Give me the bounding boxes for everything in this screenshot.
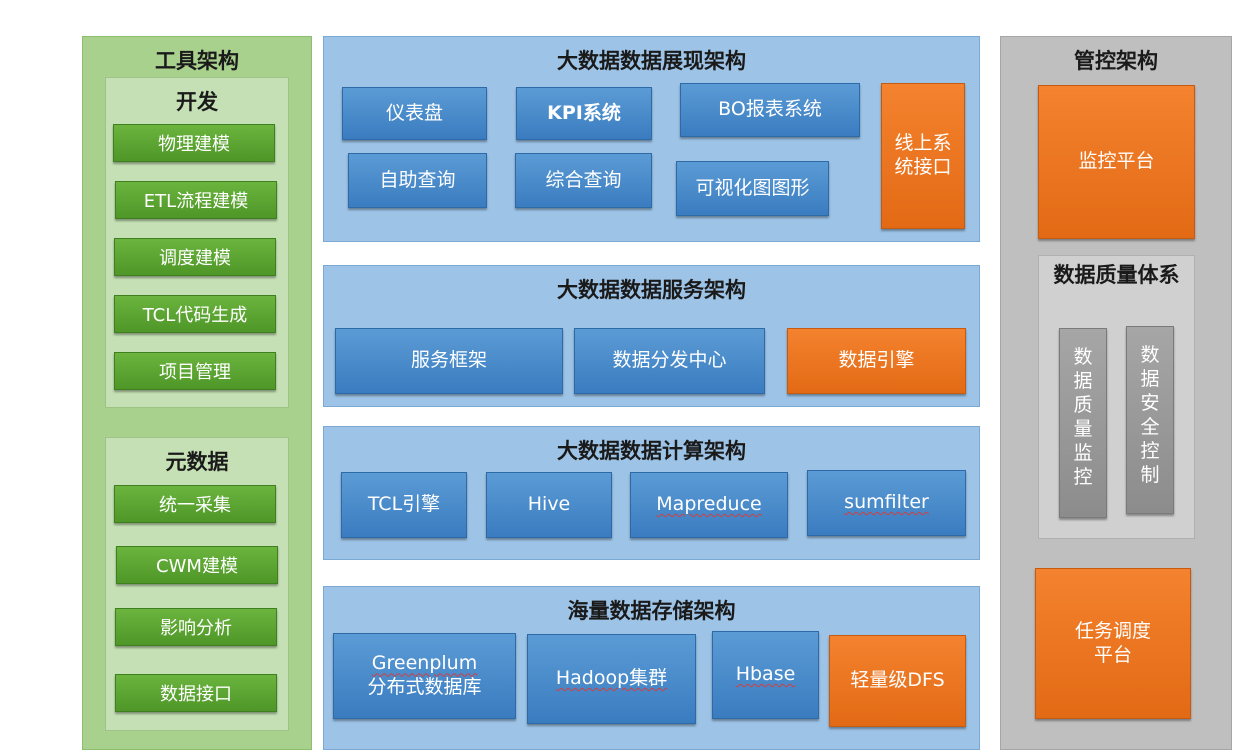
presentation-panel: 大数据数据展现架构 仪表盘 KPI系统 BO报表系统 自助查询 综合查询 可视化… xyxy=(323,36,980,242)
control-scheduler: 任务调度平台 xyxy=(1035,568,1191,719)
service-item-distribution: 数据分发中心 xyxy=(574,328,765,394)
compute-panel: 大数据数据计算架构 TCL引擎 Hive Mapreduce sumfilter xyxy=(323,426,980,560)
quality-title: 数据质量体系 xyxy=(1053,263,1180,287)
meta-item-interface: 数据接口 xyxy=(115,674,277,712)
storage-item-dfs: 轻量级DFS xyxy=(829,635,966,727)
hbase-label: Hbase xyxy=(735,663,796,686)
tools-column: 工具架构 开发 物理建模 ETL流程建模 调度建模 TCL代码生成 项目管理 元… xyxy=(82,36,312,750)
greenplum-line2: 分布式数据库 xyxy=(367,676,482,698)
meta-title: 元数据 xyxy=(165,450,229,474)
greenplum-line1: Greenplum xyxy=(371,652,478,675)
storage-item-hbase: Hbase xyxy=(712,631,819,719)
pres-item-dashboard: 仪表盘 xyxy=(342,87,487,140)
dev-item-tcl-codegen: TCL代码生成 xyxy=(114,295,276,333)
hadoop-label: Hadoop集群 xyxy=(555,667,668,690)
dev-item-project-mgmt: 项目管理 xyxy=(114,352,276,390)
presentation-title: 大数据数据展现架构 xyxy=(557,49,746,73)
pres-item-kpi: KPI系统 xyxy=(516,87,652,140)
meta-item-cwm: CWM建模 xyxy=(116,546,278,584)
control-column: 管控架构 监控平台 数据质量体系 数据质量监控 数据安全控制 任务调度平台 xyxy=(1000,36,1232,750)
control-monitor: 监控平台 xyxy=(1038,85,1195,239)
dev-item-etl-modeling: ETL流程建模 xyxy=(115,181,277,219)
sumfilter-label: sumfilter xyxy=(844,491,929,514)
meta-item-impact: 影响分析 xyxy=(115,608,277,646)
storage-item-hadoop: Hadoop集群 xyxy=(527,634,696,724)
mapreduce-label: Mapreduce xyxy=(656,493,762,516)
pres-item-bo-report: BO报表系统 xyxy=(680,83,860,137)
compute-title: 大数据数据计算架构 xyxy=(557,439,746,463)
pres-item-self-query: 自助查询 xyxy=(348,153,487,208)
control-title: 管控架构 xyxy=(1074,49,1158,73)
quality-item-monitor: 数据质量监控 xyxy=(1059,328,1107,518)
scheduler-label: 任务调度平台 xyxy=(1074,619,1151,666)
quality-group: 数据质量体系 数据质量监控 数据安全控制 xyxy=(1038,255,1195,539)
service-panel: 大数据数据服务架构 服务框架 数据分发中心 数据引擎 xyxy=(323,265,980,407)
meta-item-collect: 统一采集 xyxy=(114,485,276,523)
pres-online-interface: 线上系统接口 xyxy=(881,83,965,229)
quality-monitor-label: 数据质量监控 xyxy=(1073,346,1093,488)
compute-item-mapreduce: Mapreduce xyxy=(630,472,788,538)
dev-title: 开发 xyxy=(176,90,218,114)
service-title: 大数据数据服务架构 xyxy=(557,278,746,302)
quality-item-security: 数据安全控制 xyxy=(1126,326,1174,514)
dev-item-physical-modeling: 物理建模 xyxy=(113,124,275,162)
online-interface-label: 线上系统接口 xyxy=(894,132,952,178)
pres-item-combined-query: 综合查询 xyxy=(515,153,652,208)
pres-item-visualization: 可视化图图形 xyxy=(676,161,829,216)
meta-group: 元数据 统一采集 CWM建模 影响分析 数据接口 xyxy=(105,437,289,731)
storage-panel: 海量数据存储架构 Greenplum 分布式数据库 Hadoop集群 Hbase… xyxy=(323,586,980,750)
compute-item-tcl: TCL引擎 xyxy=(341,472,467,538)
dev-group: 开发 物理建模 ETL流程建模 调度建模 TCL代码生成 项目管理 xyxy=(105,77,289,408)
quality-security-label: 数据安全控制 xyxy=(1140,344,1160,486)
storage-title: 海量数据存储架构 xyxy=(567,599,736,623)
compute-item-sumfilter: sumfilter xyxy=(807,470,966,536)
dev-item-schedule-modeling: 调度建模 xyxy=(114,238,276,276)
service-item-framework: 服务框架 xyxy=(335,328,563,394)
tools-title: 工具架构 xyxy=(155,49,239,73)
storage-item-greenplum: Greenplum 分布式数据库 xyxy=(333,633,516,719)
service-engine: 数据引擎 xyxy=(787,328,966,394)
compute-item-hive: Hive xyxy=(486,472,612,538)
